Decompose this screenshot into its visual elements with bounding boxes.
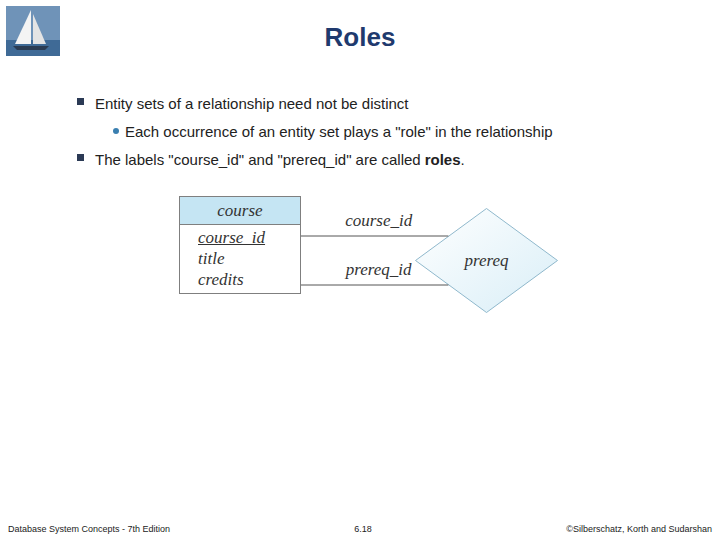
diamond-content: prereq (415, 208, 558, 313)
slide-title: Roles (0, 22, 720, 53)
bullet-text: The labels "course_id" and "prereq_id" a… (95, 151, 421, 168)
footer-page-number: 6.18 (354, 524, 372, 534)
role-label: course_id (309, 211, 449, 231)
relationship-diamond: prereq (415, 208, 558, 313)
footer-page-number-line: 6.18 (313, 524, 413, 535)
entity-attributes: course_idtitlecredits (180, 225, 300, 290)
entity-header: course (180, 197, 300, 225)
jib-sail (33, 14, 46, 44)
footer-copyright: ©Silberschatz, Korth and Sudarshan (566, 524, 712, 534)
attribute: credits (198, 269, 300, 290)
bullet-square (77, 98, 84, 105)
bullet-text-line: Entity sets of a relationship need not b… (95, 95, 695, 113)
relationship-name: prereq (464, 251, 508, 271)
boat-hull (13, 46, 49, 50)
emphasis-term: roles (425, 151, 461, 168)
attribute: title (198, 248, 300, 269)
bullet-text: . (461, 151, 465, 168)
sub-bullet-text: Each occurrence of an entity set plays a… (125, 123, 553, 140)
entity-box: coursecourse_idtitlecredits (179, 196, 301, 294)
bullet-dot (113, 128, 119, 134)
footer-text: Database System Concepts - 7th Edition (8, 524, 170, 534)
bullet-square (77, 154, 84, 161)
footer-copyright-line: ©Silberschatz, Korth and Sudarshan (412, 524, 712, 535)
role-label: prereq_id (309, 260, 449, 280)
main-sail (15, 10, 31, 44)
primary-key-attribute: course_id (198, 227, 300, 248)
bullet-text-line: The labels "course_id" and "prereq_id" a… (95, 151, 695, 169)
sea-background (6, 6, 60, 56)
sub-bullet-text-line: Each occurrence of an entity set plays a… (125, 123, 715, 141)
relationship-line (301, 285, 448, 286)
entity-name: course (180, 197, 300, 224)
sailboat-logo (6, 6, 60, 56)
relationship-line (301, 236, 448, 237)
bullet-text: Entity sets of a relationship need not b… (95, 95, 409, 112)
diamond-shape (416, 209, 558, 313)
footer-text-line: Database System Concepts - 7th Edition (8, 524, 308, 535)
